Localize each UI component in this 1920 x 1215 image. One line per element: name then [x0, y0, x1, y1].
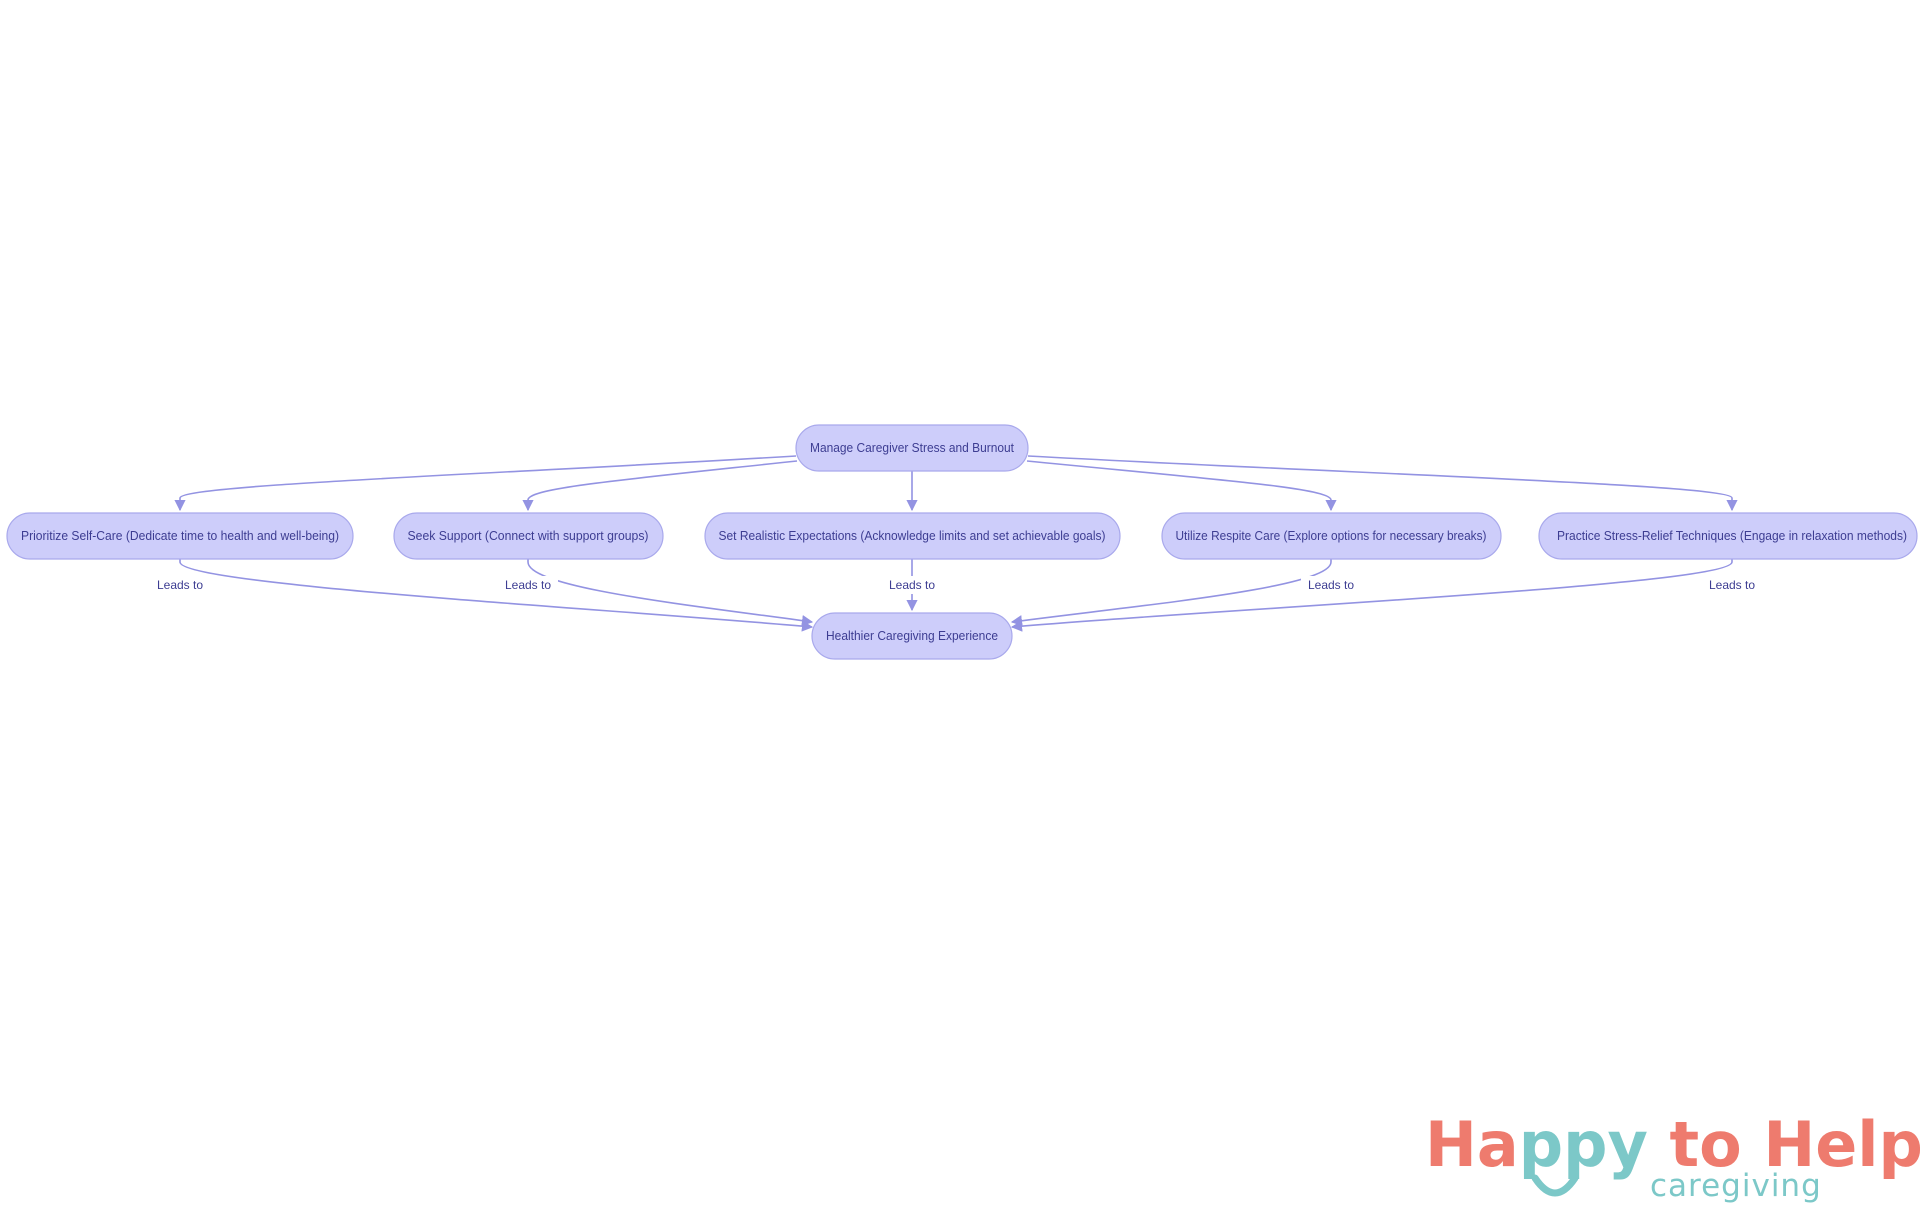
node-outcome-label: Healthier Caregiving Experience [826, 629, 998, 643]
edge-label-self-care: Leads to [157, 578, 203, 592]
node-realistic-expectations: Set Realistic Expectations (Acknowledge … [704, 512, 1121, 560]
edge-root-to-support [522, 460, 798, 512]
node-stress-relief-label: Practice Stress-Relief Techniques (Engag… [1557, 529, 1907, 543]
node-respite-care: Utilize Respite Care (Explore options fo… [1161, 512, 1502, 560]
node-root: Manage Caregiver Stress and Burnout [795, 424, 1029, 472]
edge-label-respite: Leads to [1308, 578, 1354, 592]
happy-to-help-logo: Happy to Help caregiving [1425, 1108, 1920, 1204]
edge-root-to-respite [1026, 460, 1337, 512]
logo-wordmark-part1: Ha [1425, 1108, 1519, 1181]
node-seek-support-label: Seek Support (Connect with support group… [408, 529, 649, 543]
edge-label-support: Leads to [505, 578, 551, 592]
edge-label-bg [498, 576, 558, 594]
logo-wordmark-part2: ppy [1519, 1108, 1648, 1181]
node-respite-care-label: Utilize Respite Care (Explore options fo… [1176, 529, 1487, 543]
logo-tagline: caregiving [1650, 1168, 1822, 1204]
node-outcome: Healthier Caregiving Experience [811, 612, 1013, 660]
node-self-care-label: Prioritize Self-Care (Dedicate time to h… [21, 529, 339, 543]
edge-label-bg [882, 576, 942, 594]
logo-wordmark: Happy to Help [1425, 1108, 1920, 1181]
edge-label-expectations: Leads to [889, 578, 935, 592]
edge-label-bg [1301, 576, 1361, 594]
edge-root-to-self-care [174, 455, 797, 512]
logo-wordmark-part3: to Help [1648, 1108, 1920, 1181]
smile-icon [1531, 1174, 1579, 1197]
edge-stress-relief-to-outcome [1010, 559, 1733, 632]
node-stress-relief: Practice Stress-Relief Techniques (Engag… [1538, 512, 1918, 560]
node-seek-support: Seek Support (Connect with support group… [393, 512, 664, 560]
edge-respite-to-outcome [1010, 559, 1332, 627]
edge-support-to-outcome [527, 559, 814, 627]
edge-root-to-stress-relief [1027, 455, 1738, 512]
edge-label-bg [150, 576, 210, 594]
node-root-label: Manage Caregiver Stress and Burnout [810, 441, 1015, 455]
edge-label-stress-relief: Leads to [1709, 578, 1755, 592]
edge-self-care-to-outcome [179, 559, 814, 632]
edge-label-bg [1702, 576, 1762, 594]
node-self-care: Prioritize Self-Care (Dedicate time to h… [6, 512, 354, 560]
node-realistic-expectations-label: Set Realistic Expectations (Acknowledge … [719, 529, 1106, 543]
